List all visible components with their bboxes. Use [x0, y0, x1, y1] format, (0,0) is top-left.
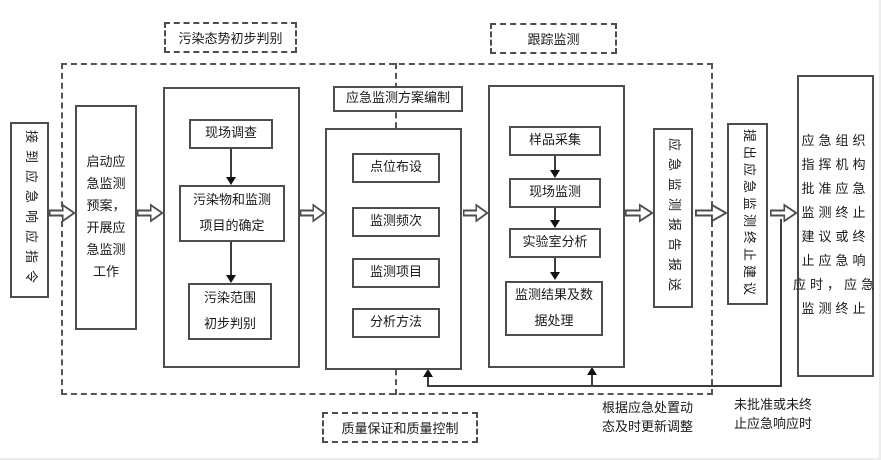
- up-arrowhead-icon: [423, 369, 433, 377]
- node-site-survey: 现场调查: [189, 119, 273, 149]
- label-pollution-judgment: 污染态势初步判别: [164, 22, 297, 53]
- node-text: 分析方法: [369, 315, 422, 330]
- node-analysis-methods: 分析方法: [352, 308, 440, 338]
- node-pollution-scope: 污染范围 初步判别: [188, 283, 272, 340]
- feedback-horizontal-line: [427, 385, 782, 387]
- node-report-submission: 应急监测报告报送: [653, 128, 693, 308]
- node-text: 实验室分析: [522, 235, 588, 250]
- down-arrowhead-icon: [550, 220, 560, 228]
- node-monitor-items: 监测项目: [352, 258, 440, 288]
- up-arrowhead-icon: [587, 367, 597, 375]
- region-divider-line-2: [711, 63, 713, 395]
- label-monitoring-plan: 应急监测方案编制: [333, 86, 463, 112]
- node-text: 监测项目: [369, 265, 422, 280]
- label-text: 跟踪监测: [527, 33, 580, 48]
- feedback-branch-line-1: [427, 377, 429, 386]
- node-terminate-proposal: 提出应急监测终止建议: [727, 123, 768, 305]
- connector-line: [554, 258, 556, 273]
- down-arrowhead-icon: [226, 275, 236, 283]
- connector-line: [230, 149, 232, 178]
- feedback-branch-line-2: [591, 375, 593, 386]
- feedback-riser-line: [780, 219, 782, 386]
- connector-line: [554, 208, 556, 221]
- node-sample-collection: 样品采集: [509, 126, 601, 156]
- node-monitoring-termination: 应急组织 指挥机构 批准应急 监测终止 建议或终 止应急响 应时，应急 监测终止: [793, 75, 874, 377]
- connector-line: [230, 242, 232, 275]
- flow-arrow-icon: [695, 203, 729, 223]
- label-text: 污染态势初步判别: [178, 32, 283, 47]
- down-arrowhead-icon: [550, 170, 560, 178]
- node-text: 接到应急响应指令: [22, 129, 38, 291]
- node-text: 现场调查: [204, 126, 257, 141]
- label-quality-assurance: 质量保证和质量控制: [322, 412, 478, 443]
- node-point-layout: 点位布设: [352, 153, 440, 183]
- node-receive-order: 接到应急响应指令: [10, 122, 49, 298]
- connector-line: [554, 156, 556, 171]
- flow-arrow-icon: [463, 203, 489, 223]
- node-monitor-frequency: 监测频次: [352, 207, 440, 237]
- node-lab-analysis: 实验室分析: [509, 228, 601, 258]
- down-arrowhead-icon: [550, 272, 560, 280]
- down-arrowhead-icon: [226, 177, 236, 185]
- node-text: 应急组织 指挥机构 批准应急 监测终止 建议或终 止应急响 应时，应急 监测终止: [793, 134, 879, 317]
- node-data-processing: 监测结果及数 据处理: [505, 281, 603, 336]
- node-start-plan: 启动应 急监测 预案， 开展应 急监测 工作: [75, 105, 137, 330]
- node-text: 监测频次: [369, 214, 422, 229]
- flow-arrow-icon: [137, 203, 164, 223]
- flow-arrow-icon: [625, 203, 654, 223]
- flow-arrow-icon: [300, 203, 326, 223]
- flow-arrow-icon: [770, 203, 798, 223]
- node-text: 提出应急监测终止建议: [740, 128, 756, 300]
- flow-arrow-icon: [49, 203, 76, 223]
- note-not-approved: 未批准或未终 止应急响应时: [734, 398, 813, 432]
- node-pollutant-items: 污染物和监测 项目的确定: [179, 185, 285, 242]
- node-text: 启动应 急监测 预案， 开展应 急监测 工作: [86, 154, 126, 280]
- note-adjust-plan: 根据应急处置动 态及时更新调整: [602, 401, 694, 435]
- label-tracking-monitoring: 跟踪监测: [490, 23, 617, 54]
- node-text: 污染物和监测 项目的确定: [192, 192, 271, 234]
- node-text: 样品采集: [528, 133, 581, 148]
- node-field-monitoring: 现场监测: [509, 178, 601, 208]
- node-text: 现场监测: [528, 185, 581, 200]
- label-text: 应急监测方案编制: [345, 91, 450, 106]
- node-text: 应急监测报告报送: [666, 137, 681, 299]
- label-text: 质量保证和质量控制: [341, 422, 459, 437]
- node-text: 污染范围 初步判别: [203, 290, 256, 332]
- node-text: 监测结果及数 据处理: [514, 287, 593, 329]
- node-text: 点位布设: [369, 160, 422, 175]
